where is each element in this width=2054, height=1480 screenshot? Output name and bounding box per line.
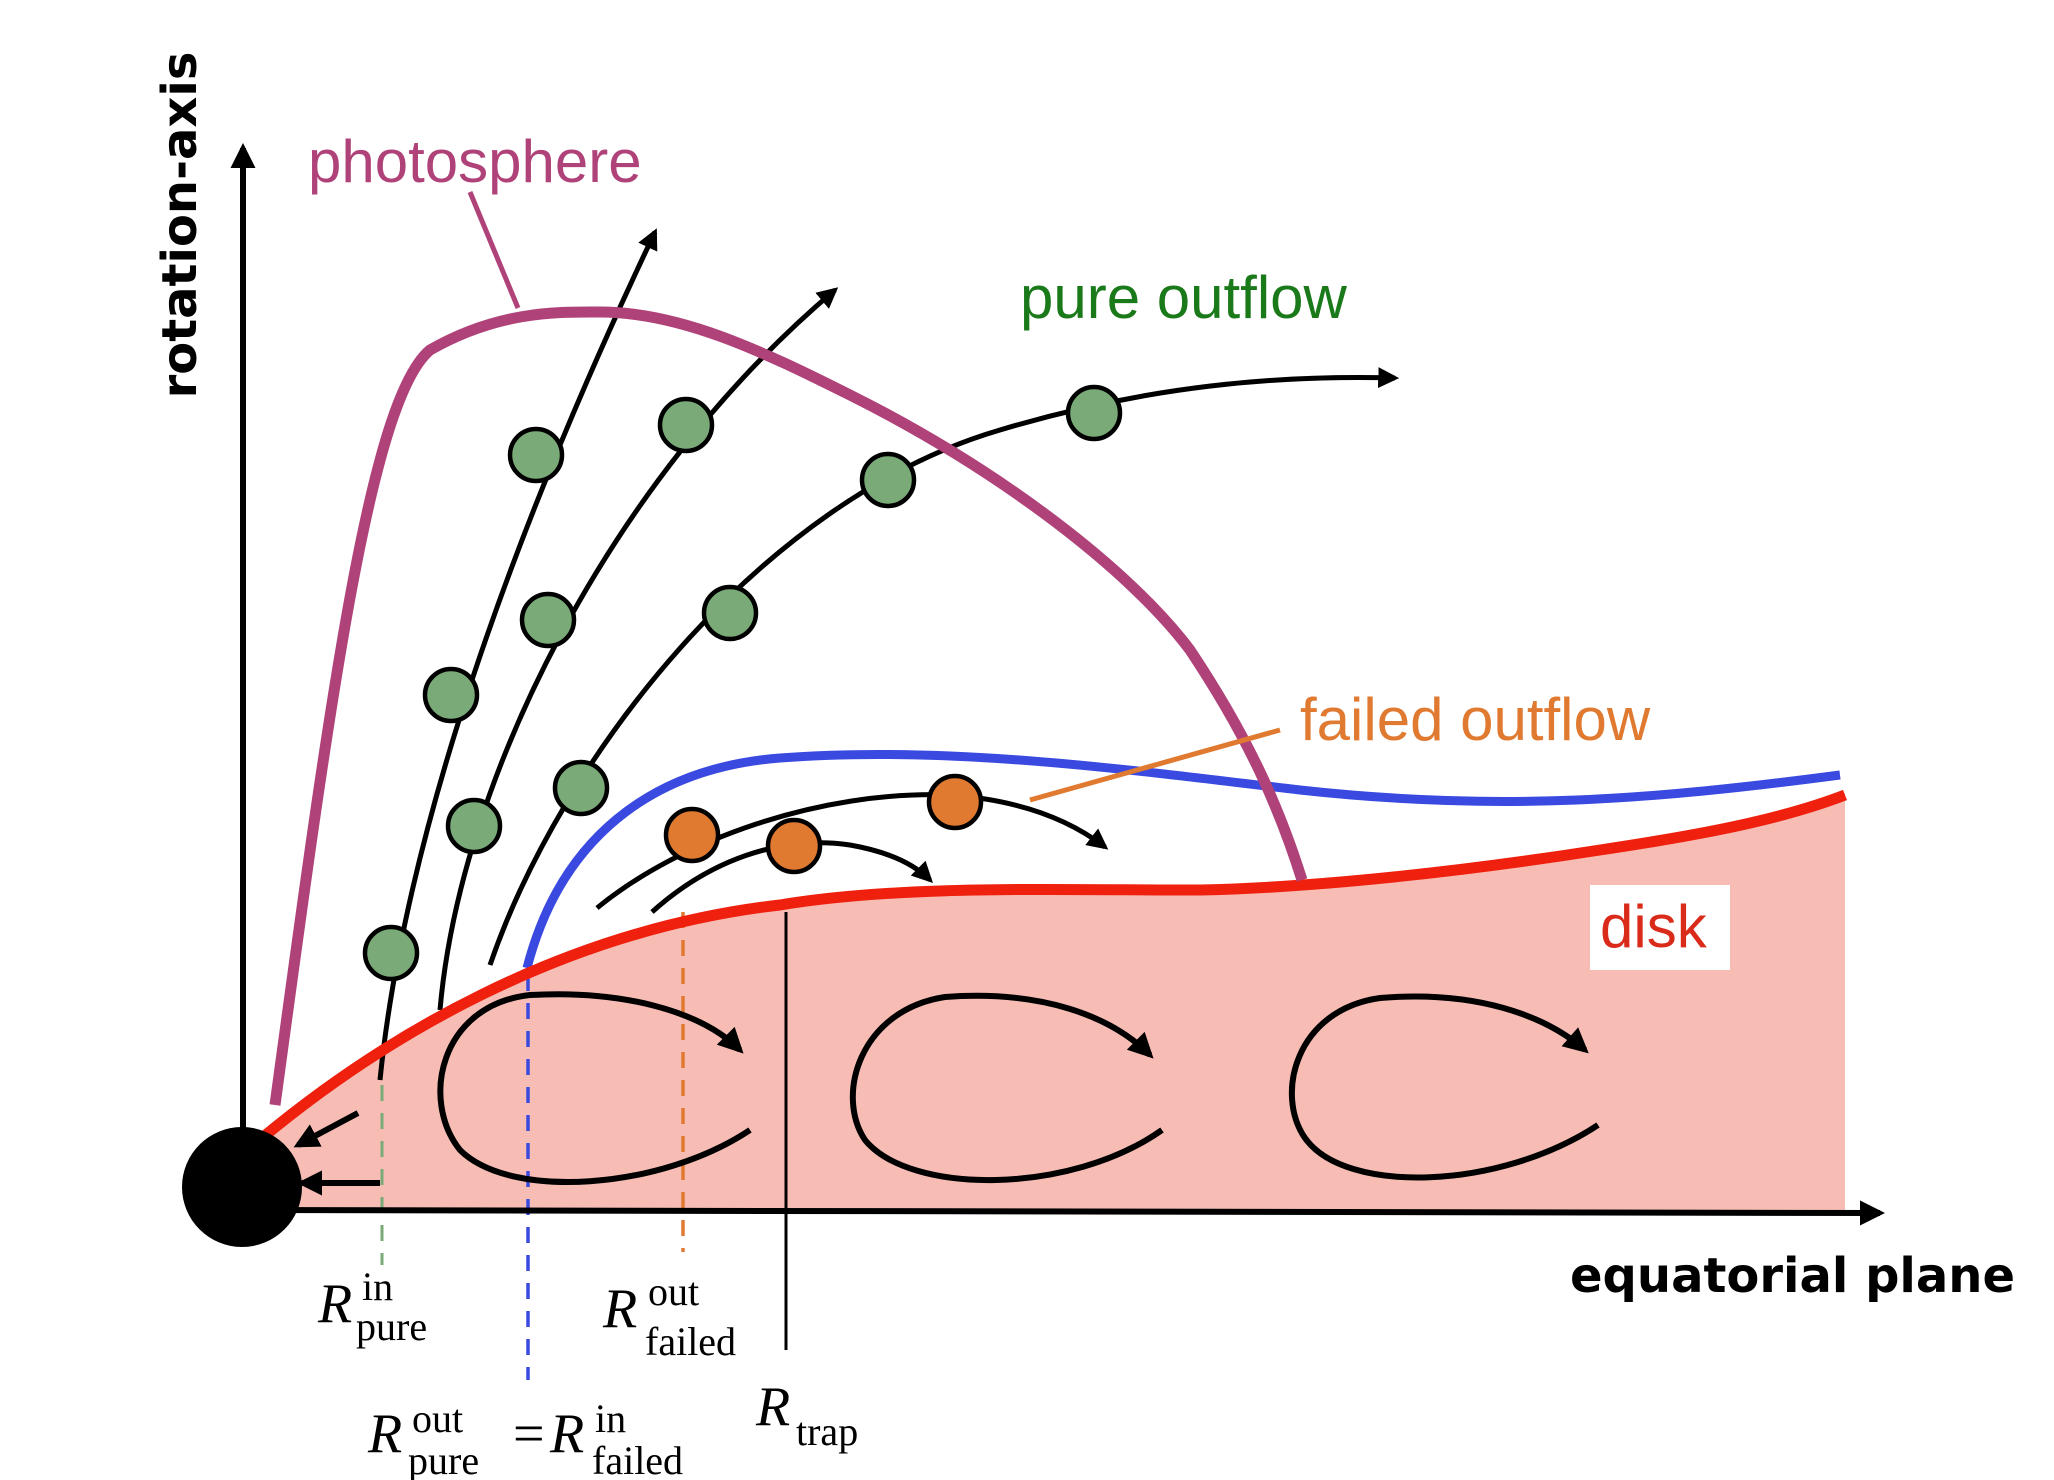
r-pure-in-label: R in pure [317,1264,427,1349]
r-trap-symbol: R [755,1376,790,1438]
r-failed-in-symbol: R [549,1403,584,1465]
r-pure-in-sub: pure [356,1304,427,1349]
r-failed-out-symbol: R [602,1278,637,1340]
rotation-axis-label: rotation-axis [152,52,208,399]
r-failed-out-sub: failed [645,1319,736,1364]
failed-outflow-leader [1029,727,1281,803]
photosphere-curve [269,306,1308,1106]
pure-outflow-parcel [859,451,917,509]
pure-outflow-streamline-3 [487,367,1400,966]
failed-outflow-parcel [663,806,721,864]
circulation-loop-1 [437,991,752,1185]
pure-outflow-parcels [362,384,1123,982]
photosphere-label: photosphere [308,128,642,195]
r-pure-in-symbol: R [317,1273,352,1335]
pure-outflow-parcel [507,426,565,484]
pure-outflow-parcel [422,666,480,724]
r-pure-out-sub: pure [408,1438,479,1480]
pure-outflow-parcel [701,584,759,642]
r-pure-in-sup: in [362,1264,393,1309]
pure-outflow-parcel [1065,384,1123,442]
failed-outflow-parcel [765,817,823,875]
failed-outflow-label: failed outflow [1300,686,1651,753]
circulation-loop-3 [1288,993,1600,1181]
pure-outflow-label: pure outflow [1020,264,1348,331]
r-pure-out-symbol: R [367,1403,402,1465]
failed-outflow-parcel [926,773,984,831]
inflow-arrow-upper [293,1110,360,1148]
r-pure-out-equals-r-failed-in-label: R out pure = R in failed [367,1396,683,1480]
pure-outflow-parcel [519,591,577,649]
r-trap-sub: trap [796,1409,858,1454]
equatorial-plane-label: equatorial plane [1570,1248,2015,1304]
equatorial-plane-line [242,1200,1886,1226]
r-failed-in-sup: in [595,1396,626,1441]
pure-outflow-parcel [657,396,715,454]
r-failed-out-label: R out failed [602,1269,736,1364]
r-pure-out-sup: out [412,1396,463,1441]
pure-failed-boundary-line [522,749,1841,970]
disk-label: disk [1600,893,1708,960]
r-trap-label: R trap [755,1376,858,1454]
equals-sign: = [513,1403,545,1465]
pure-outflow-parcel [552,759,610,817]
photosphere-leader [467,191,521,309]
r-failed-in-sub: failed [592,1438,683,1480]
failed-outflow-streamline-outer [595,792,1109,910]
pure-outflow-parcel [362,924,420,982]
black-hole [182,1127,302,1247]
circulation-loop-2 [849,992,1164,1184]
disk-surface-line [258,789,1847,1143]
disk-label-background [1590,885,1730,970]
failed-outflow-parcels [663,773,984,875]
failed-outflow-streamline-inner [650,840,933,914]
pure-outflow-parcel [445,797,503,855]
r-failed-out-sup: out [648,1269,699,1314]
